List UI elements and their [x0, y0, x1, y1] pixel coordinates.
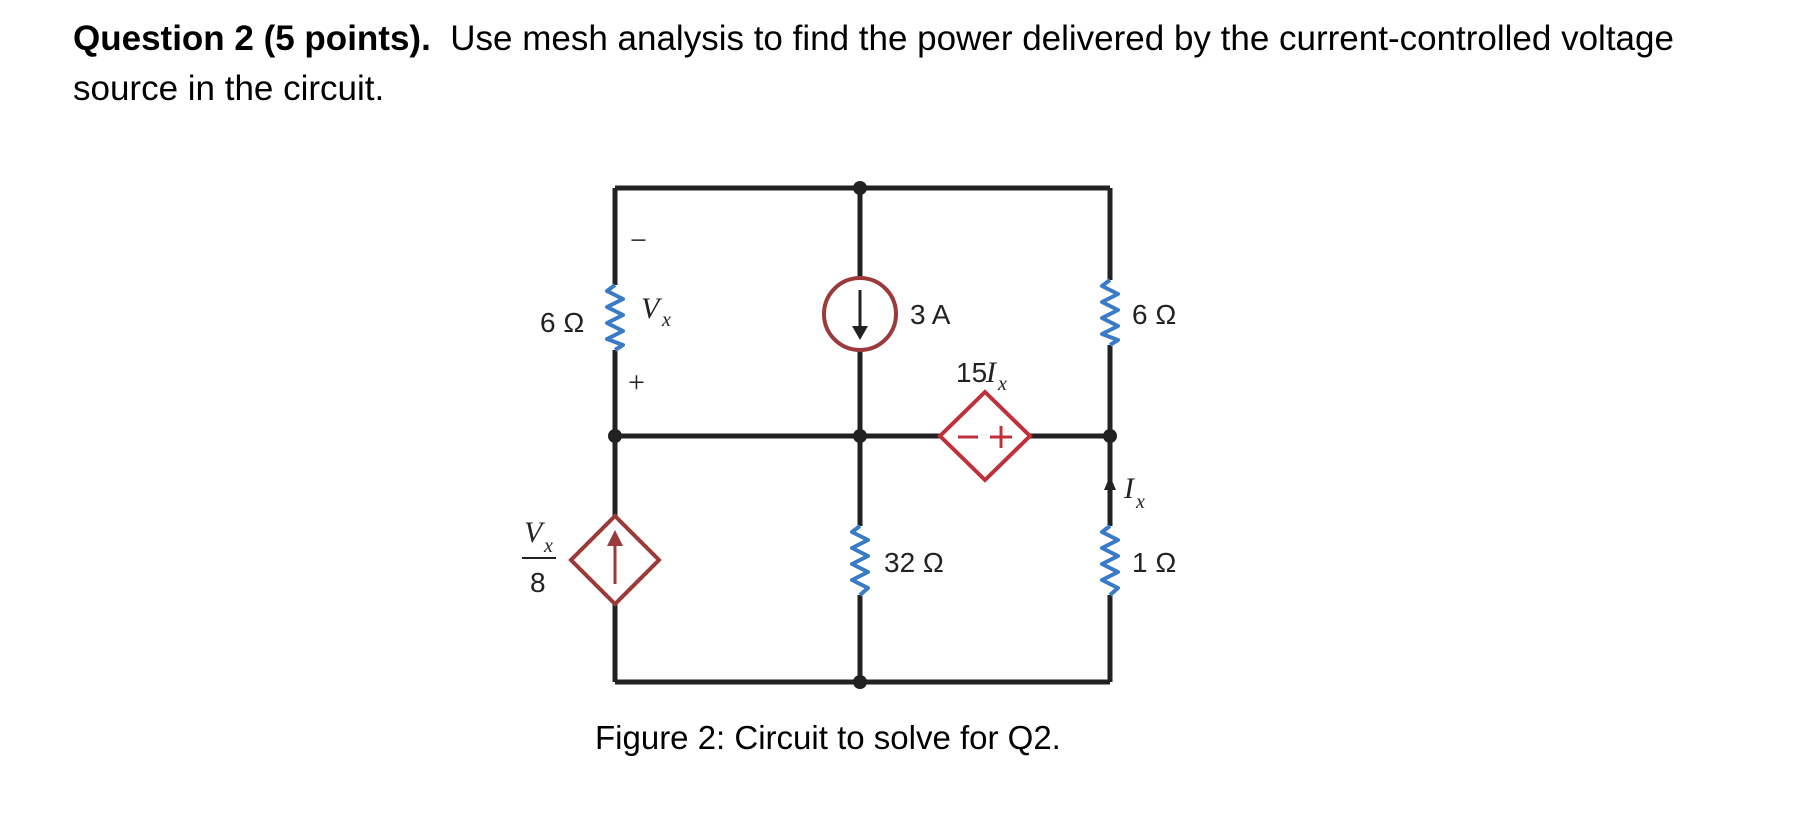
- label-vccs-fraction: V x 8: [522, 516, 556, 598]
- question-heading: Question 2 (5 points).: [73, 19, 431, 58]
- label-r-middle: 32 Ω: [884, 547, 944, 578]
- label-vx-minus: −: [630, 224, 647, 257]
- label-ix-symbol: I: [1123, 472, 1136, 505]
- label-vccs-den: 8: [530, 567, 546, 598]
- question-text: Question 2 (5 points). Use mesh analysis…: [73, 14, 1773, 114]
- current-source-3a-icon: [822, 276, 898, 352]
- label-vccs-num-sub: x: [543, 535, 553, 557]
- resistor-6ohm-left-icon: [605, 283, 625, 352]
- label-ccvs-coef: 15: [956, 357, 987, 388]
- dependent-current-source-icon: [568, 513, 662, 607]
- resistor-32ohm-icon: [850, 524, 870, 597]
- resistor-1ohm-icon: [1100, 524, 1120, 597]
- label-ix-sub: x: [1135, 491, 1145, 513]
- label-vx-plus: +: [628, 366, 645, 399]
- label-r-top-left: 6 Ω: [540, 307, 584, 338]
- label-vx-sub: x: [661, 309, 671, 331]
- label-r-bottom-right: 1 Ω: [1132, 547, 1176, 578]
- label-current-source: 3 A: [910, 299, 951, 330]
- label-ccvs-symbol: I: [985, 356, 998, 389]
- ix-arrow-icon: [1104, 476, 1116, 490]
- figure-caption: Figure 2: Circuit to solve for Q2.: [595, 719, 1061, 756]
- resistor-6ohm-right-icon: [1100, 278, 1120, 347]
- label-vx-symbol: V: [641, 292, 663, 325]
- label-r-top-right: 6 Ω: [1132, 299, 1176, 330]
- question-body: Use mesh analysis to find the power deli…: [73, 19, 1674, 108]
- dependent-voltage-source-icon: [937, 389, 1033, 483]
- circuit-nodes: [608, 181, 1117, 689]
- label-vccs-num: V: [524, 516, 546, 549]
- label-ccvs-sub: x: [997, 373, 1007, 395]
